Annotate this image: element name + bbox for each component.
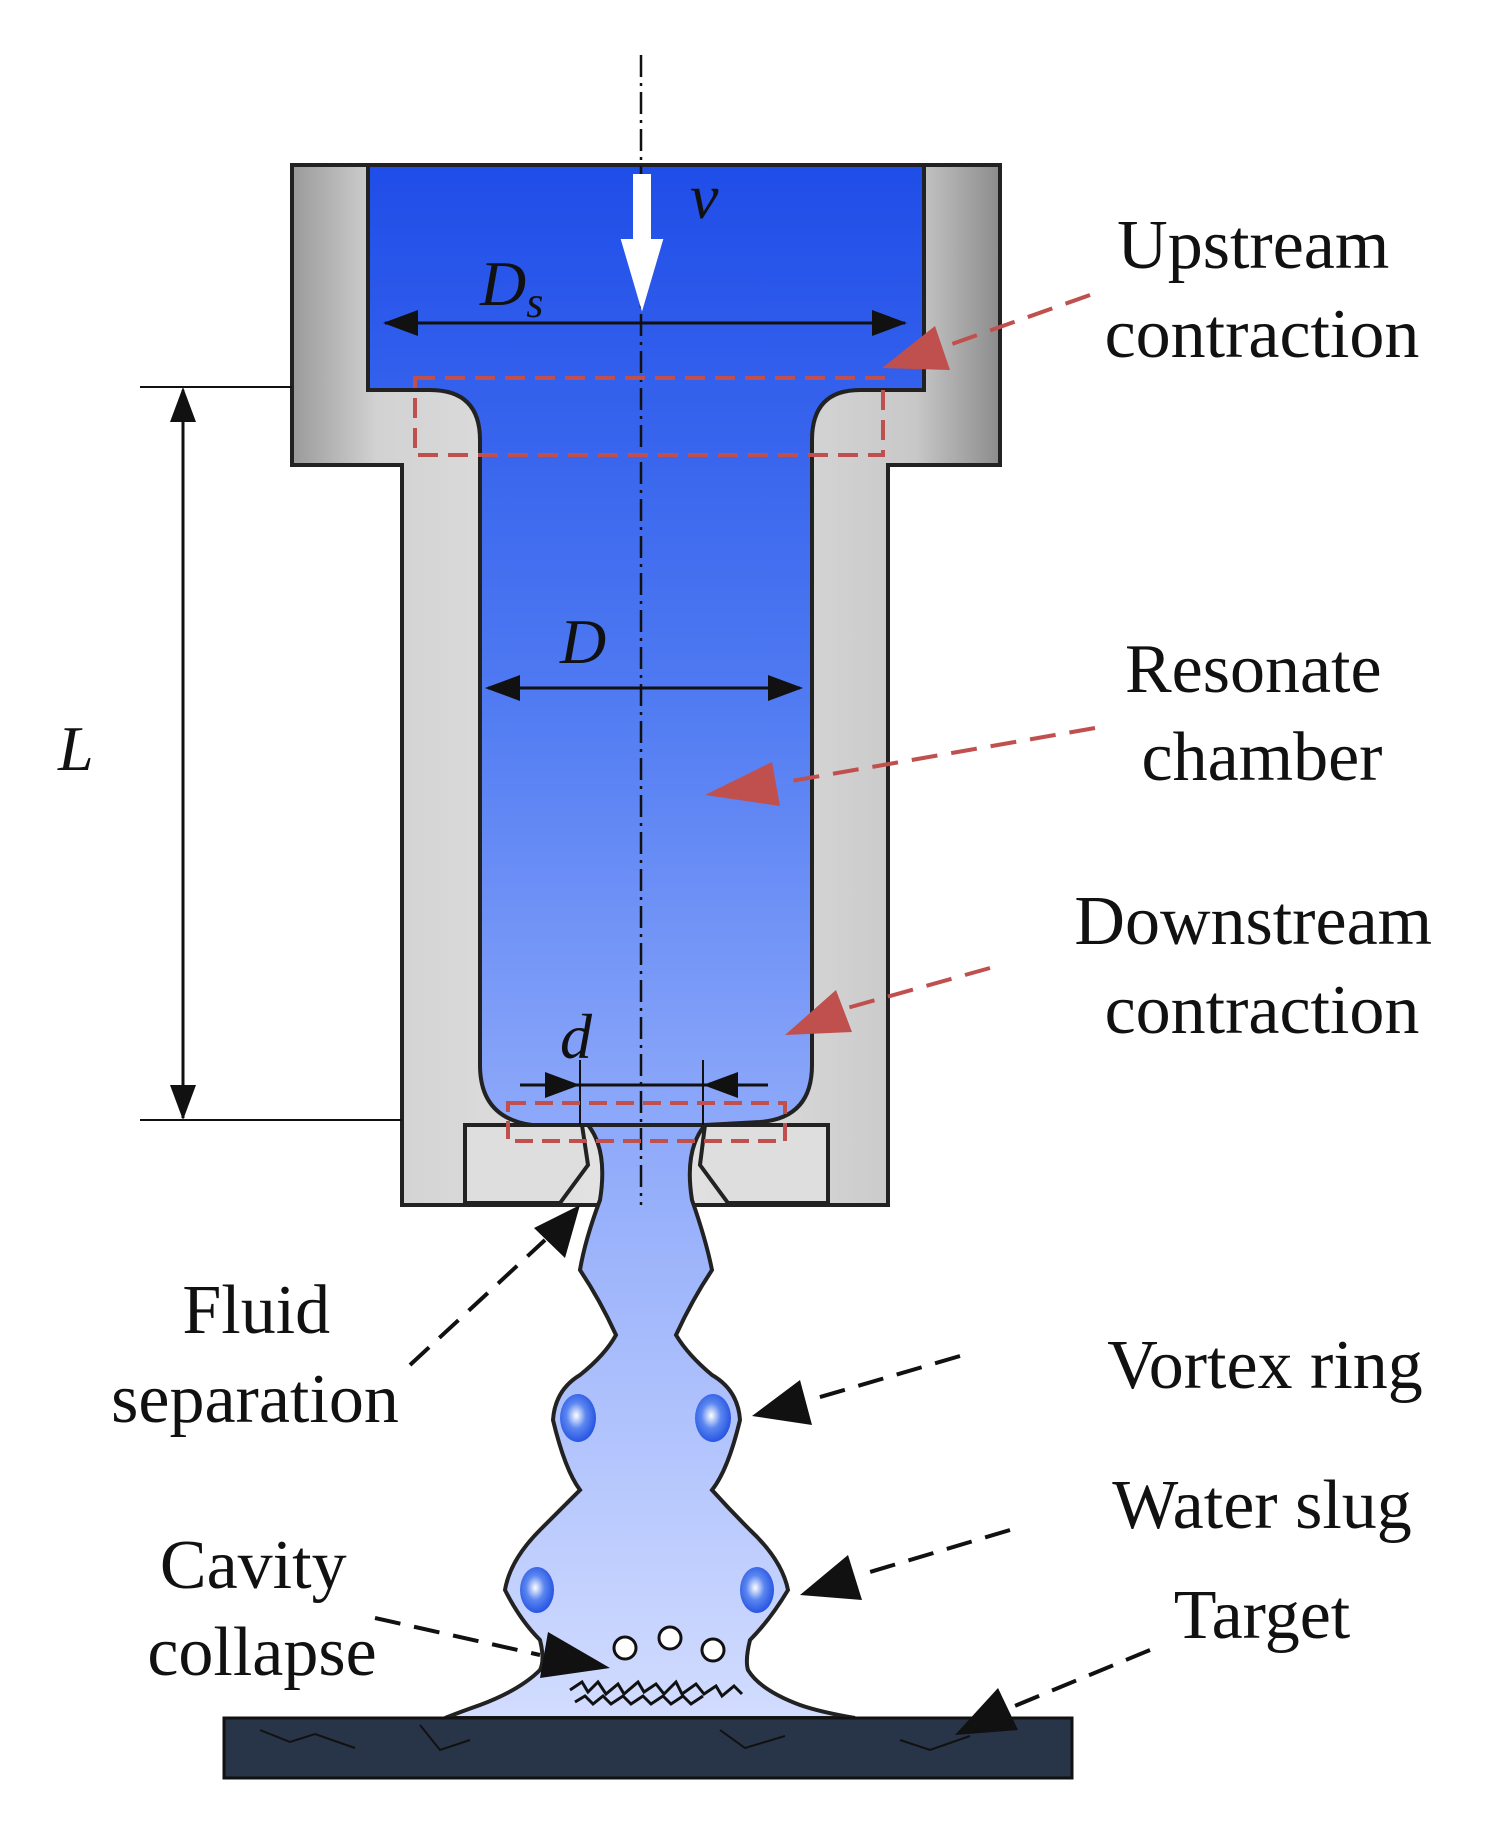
vortex-ring-pointer bbox=[809, 1354, 961, 1402]
upstream-contraction-label: Upstream contraction bbox=[1105, 207, 1420, 373]
upstream-diameter-symbol: Ds bbox=[479, 248, 543, 327]
d-arrowhead-left bbox=[485, 675, 520, 701]
fluid-separation-pointer bbox=[408, 1238, 547, 1367]
outlet-arrowhead-right bbox=[703, 1072, 738, 1098]
velocity-symbol: v bbox=[690, 161, 719, 232]
outlet-arrowhead-left bbox=[545, 1072, 580, 1098]
cavity-collapse-arrowhead bbox=[540, 1632, 610, 1678]
water-slug-label: Water slug bbox=[1112, 1467, 1412, 1544]
cavity-collapse-label: Cavity collapse bbox=[147, 1527, 376, 1691]
target-arrowhead bbox=[955, 1688, 1018, 1735]
fluid-separation-label: Fluid separation bbox=[111, 1272, 399, 1438]
downstream-contraction-pointer bbox=[839, 966, 991, 1012]
vortex-ring-label: Vortex ring bbox=[1107, 1327, 1423, 1404]
l-arrowhead-bottom bbox=[170, 1085, 196, 1120]
vortex-ring-arrowhead bbox=[752, 1380, 812, 1425]
fluid-separation-arrowhead bbox=[534, 1205, 580, 1258]
ds-arrowhead-right bbox=[872, 310, 907, 336]
red-pointers bbox=[705, 293, 1096, 1035]
water-slug-arrowhead bbox=[800, 1555, 862, 1600]
flow-direction-arrow bbox=[620, 174, 664, 312]
outlet-insert-right bbox=[697, 1123, 830, 1205]
outlet-diameter-symbol: d bbox=[560, 1001, 593, 1072]
upstream-contraction-pointer bbox=[934, 293, 1091, 352]
target-label: Target bbox=[1174, 1577, 1351, 1654]
chamber-diameter-symbol: D bbox=[559, 606, 606, 677]
downstream-contraction-arrowhead bbox=[785, 990, 852, 1035]
outlet-insert-left bbox=[463, 1123, 591, 1205]
vortex-ring-lower-right bbox=[740, 1567, 774, 1613]
vortex-ring-upper-left bbox=[560, 1394, 596, 1442]
target-pointer bbox=[1004, 1648, 1151, 1712]
vortex-ring-upper-right bbox=[695, 1394, 731, 1442]
black-pointers bbox=[374, 1238, 1151, 1712]
upstream-contraction-box bbox=[413, 376, 885, 457]
target-plate bbox=[222, 1716, 1074, 1780]
l-arrowhead-top bbox=[170, 387, 196, 422]
black-arrowheads bbox=[534, 1205, 1018, 1735]
target-cracks bbox=[259, 1724, 971, 1752]
chamber-length-symbol: L bbox=[57, 713, 94, 784]
resonate-chamber-arrowhead bbox=[705, 762, 780, 806]
vortex-ring-lower-left bbox=[520, 1567, 554, 1613]
downstream-contraction-box bbox=[506, 1101, 787, 1143]
d-arrowhead-right bbox=[768, 675, 803, 701]
downstream-contraction-label: Downstream contraction bbox=[1074, 883, 1449, 1049]
water-slug-pointer bbox=[859, 1528, 1011, 1577]
ds-arrowhead-left bbox=[383, 310, 418, 336]
cavity-bubbles bbox=[569, 1625, 744, 1707]
cavity-collapse-pointer bbox=[374, 1616, 541, 1657]
resonate-chamber-pointer bbox=[779, 726, 1096, 785]
resonate-chamber-label: Resonate chamber bbox=[1125, 631, 1399, 796]
upstream-contraction-arrowhead bbox=[882, 326, 950, 370]
